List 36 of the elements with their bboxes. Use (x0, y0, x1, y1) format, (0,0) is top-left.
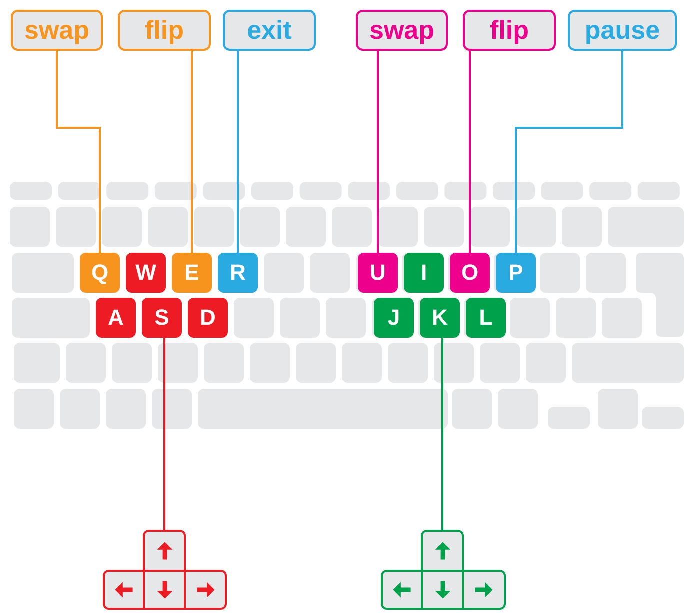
action-tag: flip (118, 10, 211, 51)
action-tag: swap (356, 10, 448, 51)
leader-line (164, 338, 166, 530)
key-cap: J (374, 298, 414, 338)
leader-line (515, 51, 624, 253)
leader-line (442, 338, 444, 530)
key-cap: E (172, 253, 212, 293)
leader-line (469, 51, 471, 253)
arrow-key (421, 530, 464, 572)
key-cap: O (450, 253, 490, 293)
leader-line (237, 51, 239, 253)
key-cap: P (496, 253, 536, 293)
arrow-key (184, 570, 227, 610)
leader-line (191, 51, 193, 253)
action-tag: pause (568, 10, 677, 51)
action-tag: swap (11, 10, 103, 51)
leader-line (56, 51, 101, 253)
arrow-key (143, 530, 186, 572)
key-cap: D (188, 298, 228, 338)
key-cap: A (96, 298, 136, 338)
arrow-key (143, 570, 186, 610)
arrow-key (381, 570, 423, 610)
action-tag: flip (463, 10, 556, 51)
key-cap: I (404, 253, 444, 293)
arrow-key (103, 570, 145, 610)
action-tag: exit (223, 10, 316, 51)
key-cap: R (218, 253, 258, 293)
key-cap: U (358, 253, 398, 293)
key-cap: S (142, 298, 182, 338)
key-cap: L (466, 298, 506, 338)
arrow-key (462, 570, 506, 610)
key-cap: W (126, 253, 166, 293)
key-cap: K (420, 298, 460, 338)
arrow-key (421, 570, 464, 610)
key-cap: Q (80, 253, 120, 293)
leader-line (377, 51, 379, 253)
